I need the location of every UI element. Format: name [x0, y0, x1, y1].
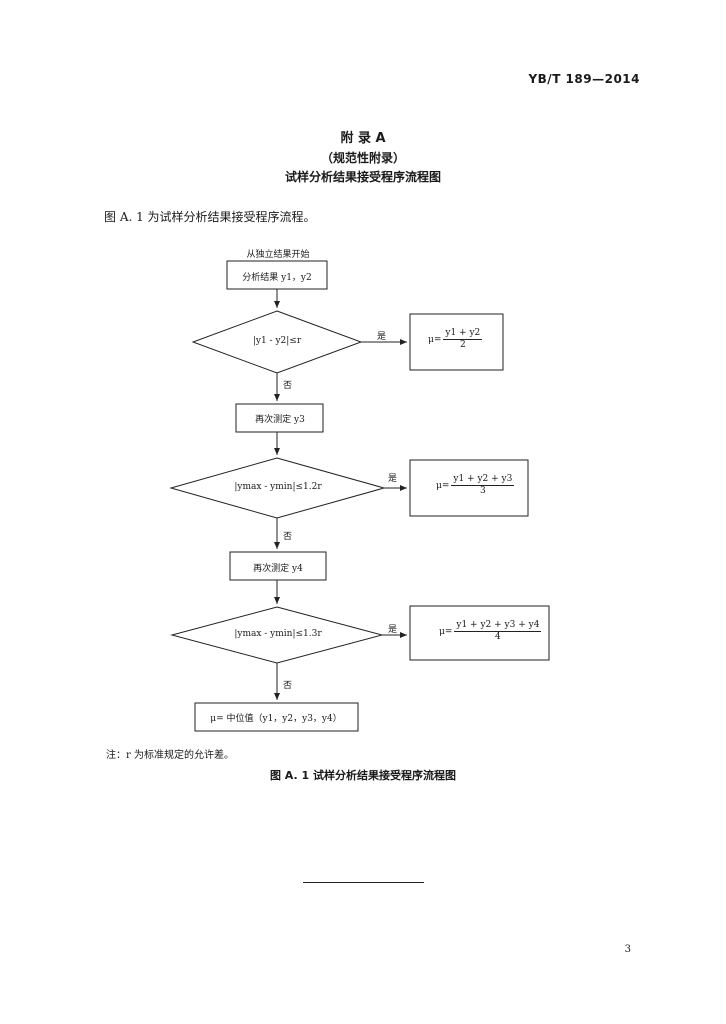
result-2-denominator: 3: [480, 486, 486, 496]
result-3-denominator: 4: [495, 632, 501, 642]
result-1-denominator: 2: [459, 340, 466, 350]
result-2-formula: μ= y1 + y2 + y3 3: [436, 474, 515, 497]
decision-1-text: |y1 - y2|≤r: [252, 336, 302, 346]
remeasure-y4-text: 再次测定 y4: [253, 564, 303, 574]
median-result-text: μ= 中位值（y1，y2，y3，y4）: [210, 714, 342, 724]
figure-caption: 图 A. 1 试样分析结果接受程序流程图: [269, 769, 457, 782]
result-1-prefix: μ=: [428, 334, 442, 345]
result-box-2: [409, 459, 529, 517]
yes-label-2: 是: [388, 474, 398, 484]
result-1-numerator: y1 + y2: [443, 328, 483, 340]
remeasure-y4-box: [229, 551, 327, 581]
end-rule: [303, 882, 424, 883]
no-label-3: 否: [283, 681, 293, 691]
remeasure-y3-box: [235, 403, 324, 433]
analysis-result-text: 分析结果 y1，y2: [242, 273, 312, 283]
standard-code: YB/T 189—2014: [528, 72, 640, 86]
footnote: 注：r 为标准规定的允许差。: [106, 750, 234, 761]
result-box-3: [409, 605, 550, 661]
result-3-formula: μ= y1 + y2 + y3 + y4 4: [439, 620, 542, 643]
remeasure-y3-text: 再次测定 y3: [255, 415, 305, 425]
result-3-numerator: y1 + y2 + y3 + y4: [454, 620, 542, 632]
median-result-box: [194, 702, 359, 732]
result-1-formula: μ= y1 + y2 2: [428, 328, 483, 351]
yes-label-3: 是: [388, 625, 398, 635]
decision-2-text: |ymax - ymin|≤1.2r: [234, 482, 322, 492]
annex-type: （规范性附录）: [320, 151, 405, 165]
yes-label-1: 是: [377, 332, 387, 342]
result-2-prefix: μ=: [436, 480, 450, 491]
result-3-prefix: μ=: [439, 626, 453, 637]
annex-heading: 附 录 A: [340, 131, 386, 146]
annex-title: 试样分析结果接受程序流程图: [284, 170, 441, 184]
intro-text: 图 A. 1 为试样分析结果接受程序流程。: [104, 210, 316, 224]
decision-3-text: |ymax - ymin|≤1.3r: [234, 629, 322, 639]
start-label: 从独立结果开始: [246, 250, 310, 260]
result-2-numerator: y1 + y2 + y3: [451, 474, 515, 486]
result-box-1: [409, 313, 504, 371]
no-label-1: 否: [283, 381, 293, 391]
page-number: 3: [624, 944, 631, 955]
no-label-2: 否: [283, 532, 293, 542]
